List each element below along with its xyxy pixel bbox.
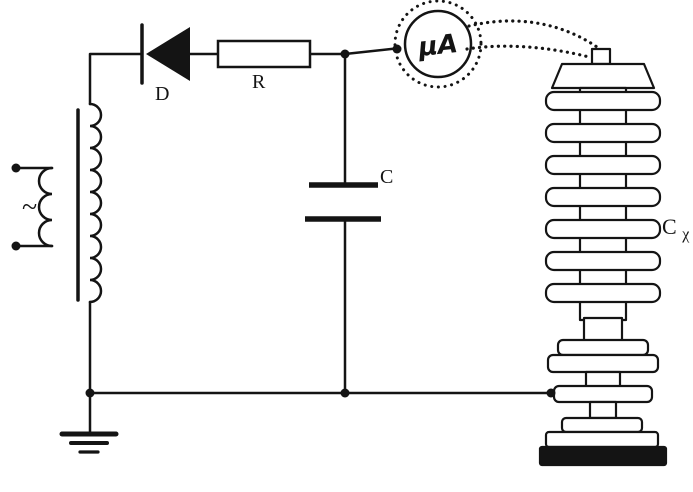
junction-dot [85,388,95,398]
insulator-shed [544,282,662,304]
microammeter: μA [393,0,483,89]
insulator-shed [544,218,662,240]
resistor-label: R [252,71,266,93]
test-object-label: C χ [662,214,690,243]
ac-wave-symbol: ~ [22,192,37,223]
transformer-secondary-coil [88,102,103,304]
source-terminal-top [11,163,21,173]
capacitor: C [305,166,393,222]
ground-symbol [59,431,119,454]
source-terminal-bottom [11,241,21,251]
insulator-base-plate [544,430,660,449]
capacitor-label: C [380,166,393,188]
wire-resistor-to-meter [308,46,402,56]
transformer [37,102,103,304]
test-object-insulator [538,47,668,467]
junction-dots [85,44,556,398]
meter-face [403,9,473,79]
insulator-flange [546,353,660,374]
transformer-primary-coil [37,166,54,248]
wire-left-top [88,52,144,106]
insulator-stem [582,316,624,344]
test-object-label-main: C [662,214,677,239]
junction-dot [546,388,556,398]
insulator-top-cap [550,62,656,90]
dotted-lead-lower [465,44,591,59]
diode-triangle [146,27,190,81]
insulator-stem [588,400,618,420]
junction-dot [340,49,350,59]
dotted-leads [465,19,599,59]
insulator-base-slab [538,445,668,467]
insulator-shed [544,250,662,272]
insulator-flange [560,416,644,434]
insulator-flange [552,384,654,404]
ac-source: ~ [11,163,37,251]
insulator-top-terminal [590,47,612,66]
insulator-shed [544,186,662,208]
meter-label: μA [416,29,459,63]
junction-dot [392,44,402,54]
diode: D [140,23,190,105]
test-object-label-sub: χ [681,226,690,243]
meter-dotted-ring [393,0,483,89]
insulator-shed [544,122,662,144]
resistor-body [216,39,312,69]
insulator-shed [544,154,662,176]
dotted-lead-upper [467,19,599,49]
insulator-flange [556,338,650,357]
diode-label: D [155,83,169,105]
insulator-shed [544,90,662,112]
resistor: R [216,39,312,93]
junction-dot [340,388,350,398]
